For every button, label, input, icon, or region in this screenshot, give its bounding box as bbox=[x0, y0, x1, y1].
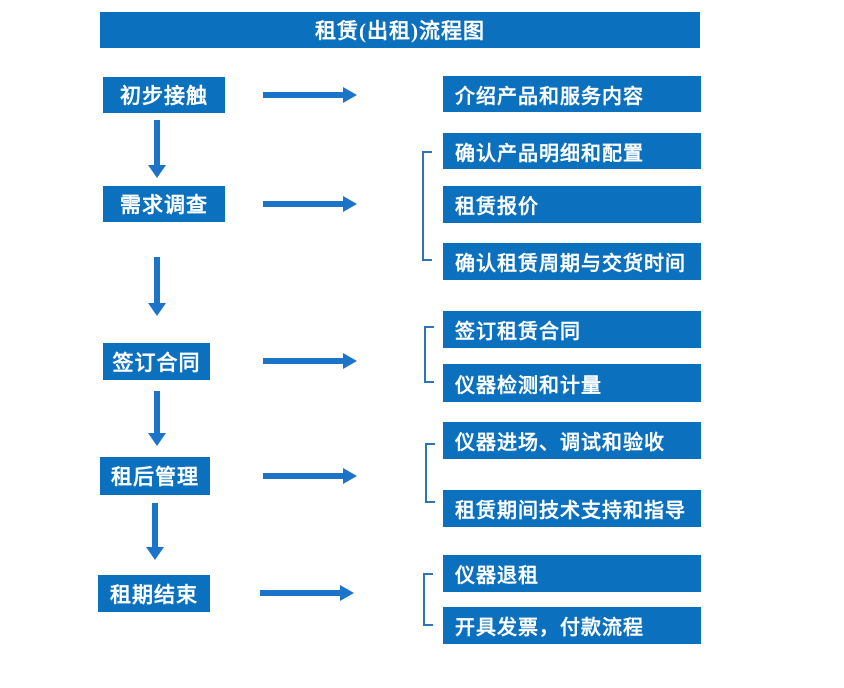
arrow-right-icon bbox=[260, 585, 354, 601]
group-bracket bbox=[423, 573, 433, 626]
group-bracket bbox=[422, 151, 432, 261]
detail-box-confirm-product-config: 确认产品明细和配置 bbox=[443, 133, 701, 169]
arrow-shaft bbox=[154, 391, 160, 433]
arrow-head bbox=[343, 87, 357, 103]
arrow-down-icon bbox=[146, 503, 164, 560]
detail-box-tech-support: 租赁期间技术支持和指导 bbox=[443, 490, 701, 527]
arrow-shaft bbox=[263, 358, 343, 364]
detail-box-confirm-period-delivery: 确认租赁周期与交货时间 bbox=[443, 243, 701, 280]
arrow-shaft bbox=[263, 92, 343, 98]
arrow-head bbox=[340, 585, 354, 601]
step-box-demand-survey: 需求调查 bbox=[103, 186, 225, 222]
arrow-right-icon bbox=[263, 353, 357, 369]
arrow-head bbox=[343, 196, 357, 212]
arrow-head bbox=[148, 433, 166, 446]
step-box-sign-contract: 签订合同 bbox=[103, 343, 210, 380]
detail-box-rental-quotation: 租赁报价 bbox=[443, 186, 701, 223]
detail-box-sign-rental-contract: 签订租赁合同 bbox=[443, 311, 701, 348]
arrow-head bbox=[343, 468, 357, 484]
group-bracket bbox=[424, 326, 434, 383]
arrow-shaft bbox=[260, 590, 340, 596]
arrow-head bbox=[148, 165, 166, 178]
arrow-right-icon bbox=[263, 468, 357, 484]
arrow-down-icon bbox=[148, 391, 166, 446]
detail-box-introduce-products: 介绍产品和服务内容 bbox=[443, 76, 701, 112]
arrow-down-icon bbox=[148, 120, 166, 178]
arrow-right-icon bbox=[263, 87, 357, 103]
arrow-shaft bbox=[263, 201, 343, 207]
arrow-shaft bbox=[154, 120, 160, 165]
arrow-head bbox=[343, 353, 357, 369]
arrow-shaft bbox=[154, 257, 160, 303]
arrow-right-icon bbox=[263, 196, 357, 212]
arrow-shaft bbox=[152, 503, 158, 547]
arrow-down-icon bbox=[148, 257, 166, 316]
step-box-rental-end: 租期结束 bbox=[98, 575, 210, 612]
step-box-post-rental-management: 租后管理 bbox=[100, 457, 210, 495]
detail-box-instrument-testing: 仪器检测和计量 bbox=[443, 364, 701, 402]
detail-box-instrument-return: 仪器退租 bbox=[443, 555, 701, 592]
arrow-head bbox=[148, 303, 166, 316]
flowchart-title: 租赁(出租)流程图 bbox=[100, 12, 700, 48]
detail-box-instrument-setup: 仪器进场、调试和验收 bbox=[443, 422, 701, 459]
arrow-head bbox=[146, 547, 164, 560]
step-box-initial-contact: 初步接触 bbox=[103, 77, 225, 113]
arrow-shaft bbox=[263, 473, 343, 479]
detail-box-invoice-payment: 开具发票，付款流程 bbox=[443, 607, 701, 644]
group-bracket bbox=[425, 443, 435, 503]
